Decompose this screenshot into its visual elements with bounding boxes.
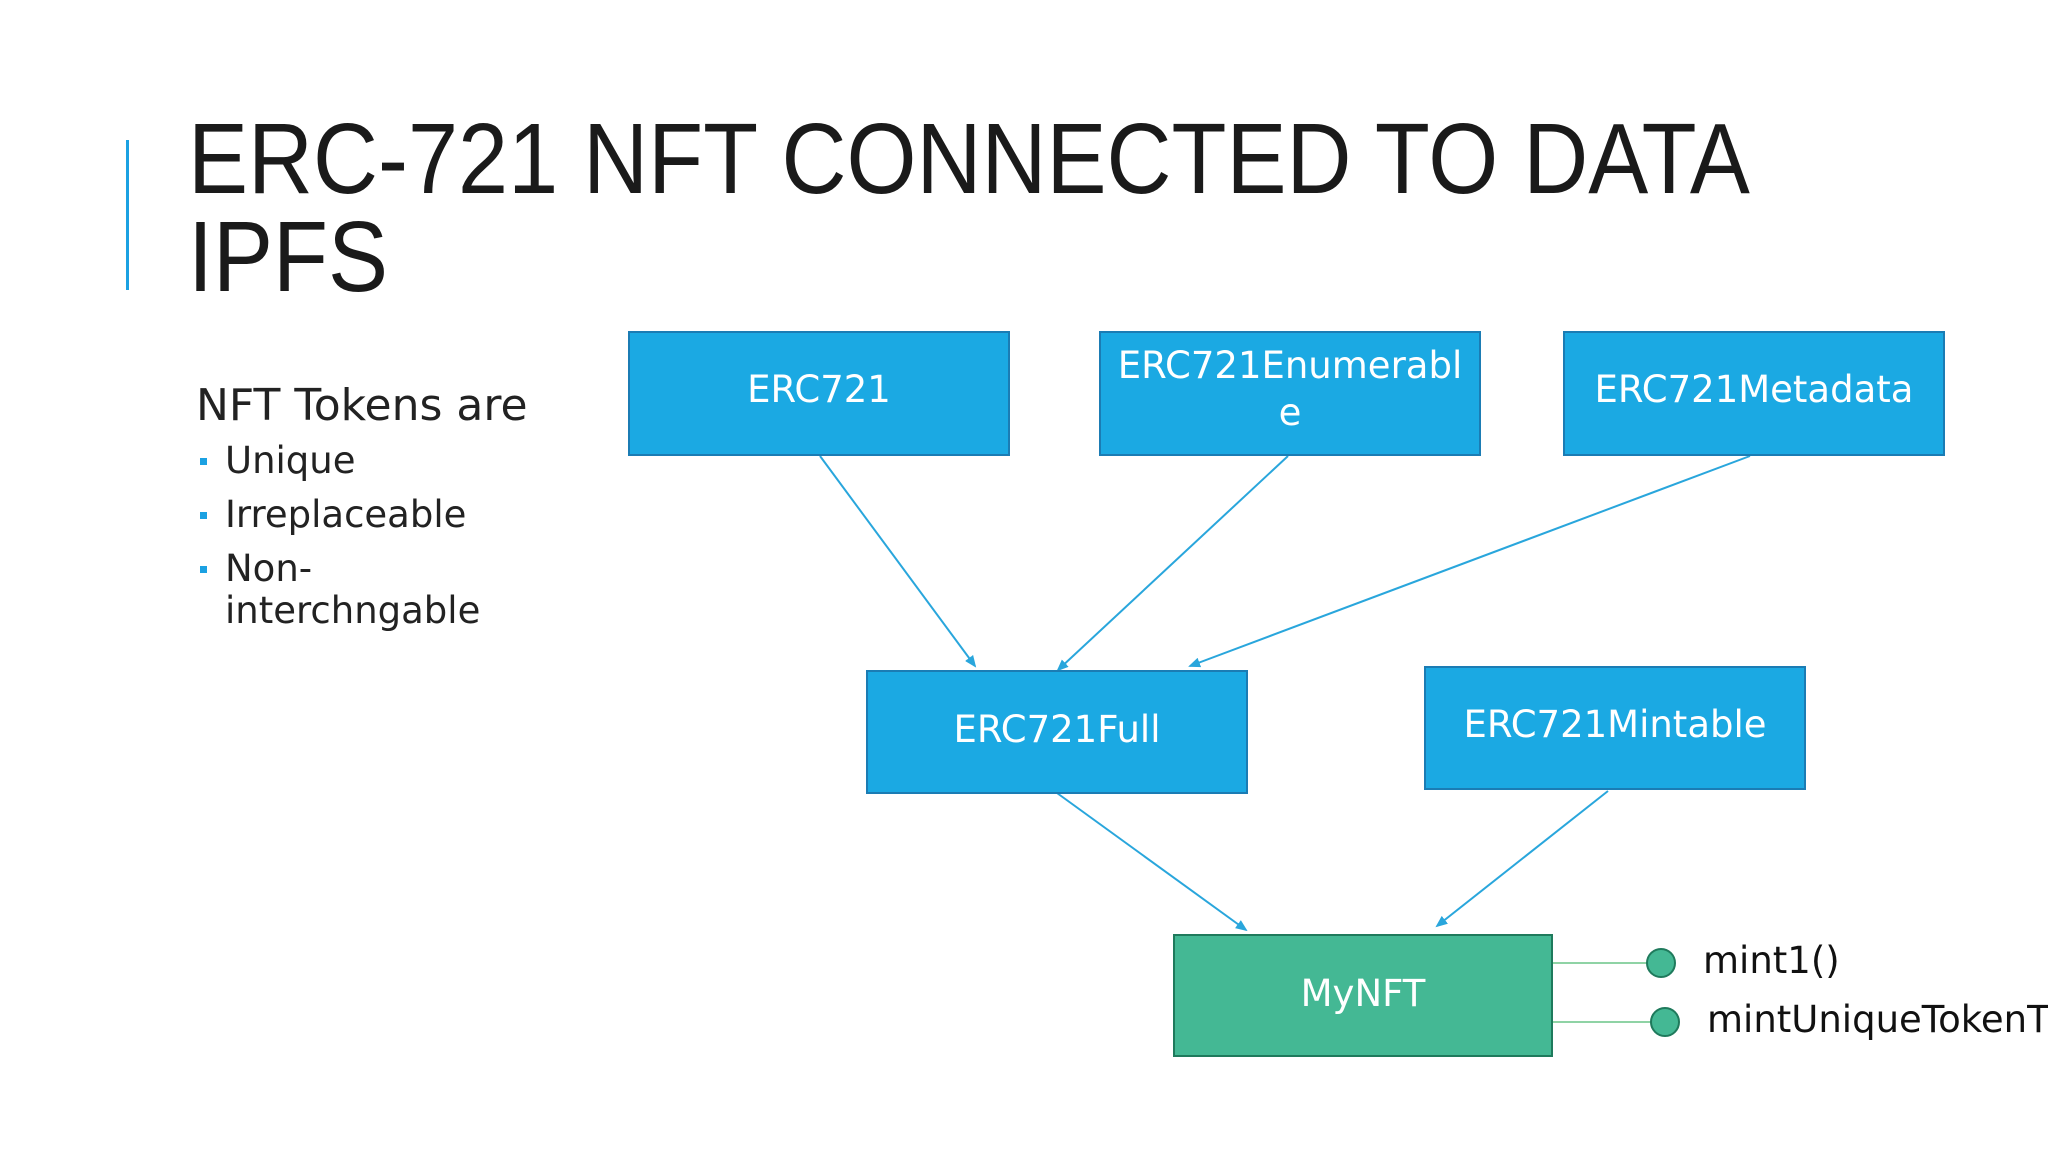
method-mint1-label: mint1() [1703,939,1840,982]
method-mint-unique-label: mintUniqueTokenT [1707,998,2048,1041]
node-erc721-mintable: ERC721Mintable [1424,666,1806,790]
bullet-list: Unique Irreplaceable Non-interchngable [200,440,515,644]
bullet-text: Unique [225,439,356,482]
title-line-2: IPFS [188,201,389,313]
node-full-label: ERC721Full [954,708,1161,751]
slide-title: ERC-721 NFT CONNECTED TO DATA IPFS [188,103,1826,313]
node-erc721-full: ERC721Full [866,670,1248,794]
node-erc721-metadata: ERC721Metadata [1563,331,1945,456]
arrow-enumerable-to-full [1056,455,1289,672]
node-erc721-label: ERC721 [747,368,891,411]
node-enumerable-label-line-2: e [1279,391,1302,434]
bullet-text: Non-interchngable [225,547,481,632]
node-metadata-label: ERC721Metadata [1595,368,1914,411]
lead-text: NFT Tokens are [196,380,528,431]
bullet-item: Irreplaceable [200,494,515,536]
bullet-item: Unique [200,440,515,482]
bullet-square-icon [200,458,207,465]
node-erc721: ERC721 [628,331,1010,456]
arrow-mintable-to-mynft [1435,790,1609,928]
method-dot-icon [1650,1007,1680,1037]
bullet-square-icon [200,512,207,519]
bullet-item: Non-interchngable [200,548,515,632]
node-mynft-label: MyNFT [1301,972,1426,1015]
bullet-square-icon [200,566,207,573]
method-dot-icon [1646,948,1676,978]
node-erc721-enumerable: ERC721Enumerabl e [1099,331,1481,456]
node-enumerable-label-line-1: ERC721Enumerabl [1118,344,1462,387]
bullet-text: Irreplaceable [225,493,467,536]
node-mynft: MyNFT [1173,934,1553,1057]
title-line-1: ERC-721 NFT CONNECTED TO DATA [188,103,1750,215]
arrow-metadata-to-full [1188,455,1751,668]
arrow-full-to-mynft [1056,792,1248,932]
arrow-erc721-to-full [819,455,977,668]
node-mintable-label: ERC721Mintable [1463,703,1766,746]
title-accent-bar [126,140,129,290]
